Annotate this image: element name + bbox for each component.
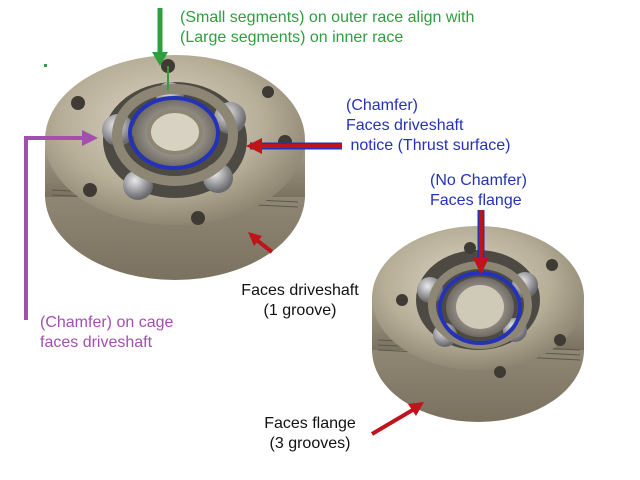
annotation-line: (1 groove) [263,302,337,319]
annotation-line: (3 grooves) [269,435,351,452]
red-arrow-no-chamfer [473,210,489,274]
large-cv-joint [45,55,305,280]
annotation-line: Faces flange [264,415,356,432]
red-arrow-three-grooves [370,402,424,436]
annotation-line: notice (Thrust surface) [346,137,511,154]
red-arrow-thrust-surface [246,138,342,154]
green-arrow [152,8,169,90]
purple-arrow [24,130,98,320]
annotation-faces-flange-grooves: Faces flange (3 grooves) [250,414,370,454]
annotation-line: faces driveshaft [40,334,153,351]
annotation-cage-chamfer: (Chamfer) on cage faces driveshaft [40,313,173,353]
annotation-segments-alignment: (Small segments) on outer race align wit… [180,8,474,48]
annotation-line: (No Chamfer) [430,172,527,189]
annotation-chamfer-driveshaft: (Chamfer) Faces driveshaft notice (Thrus… [346,96,511,156]
small-cv-joint [372,226,584,422]
annotation-faces-driveshaft-groove: Faces driveshaft (1 groove) [230,281,370,321]
annotation-line: (Large segments) on inner race [180,29,404,46]
annotation-line: (Chamfer) on cage [40,314,174,331]
annotation-line: Faces flange [430,192,522,209]
annotation-no-chamfer-flange: (No Chamfer) Faces flange [430,171,527,211]
red-arrow-one-groove [248,232,274,254]
annotation-line: Faces driveshaft [346,117,464,134]
annotation-line: Faces driveshaft [241,282,359,299]
annotation-line: (Small segments) on outer race align wit… [180,9,475,26]
annotation-line: (Chamfer) [346,97,419,114]
